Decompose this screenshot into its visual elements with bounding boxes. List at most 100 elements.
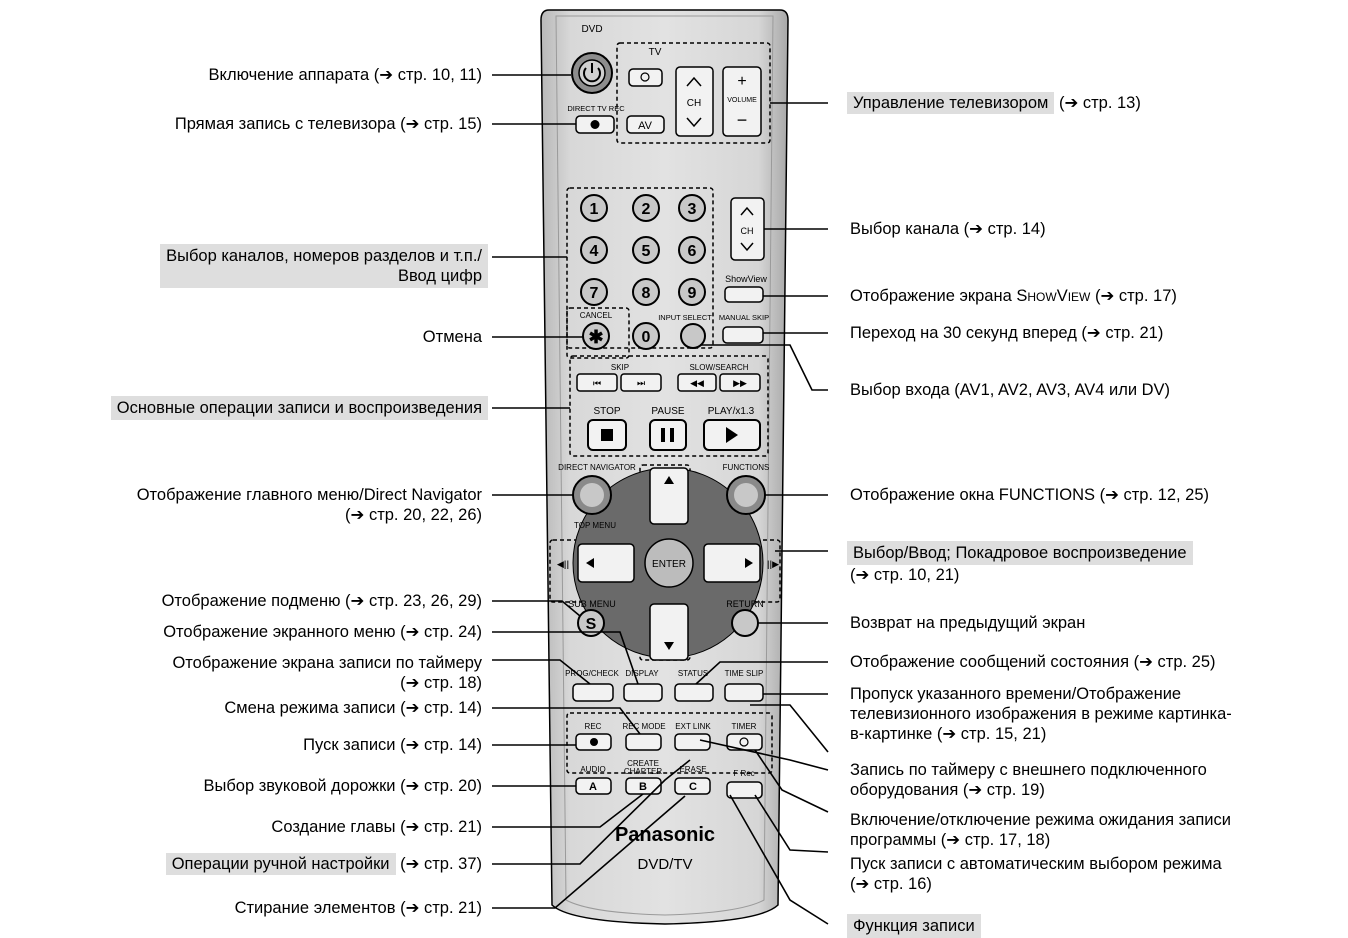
label-return: Возврат на предыдущий экран xyxy=(850,614,1086,632)
svg-text:REC MODE: REC MODE xyxy=(622,722,665,731)
svg-text:PLAY/x1.3: PLAY/x1.3 xyxy=(708,406,755,417)
model-label: DVD/TV xyxy=(637,856,692,873)
svg-text:8: 8 xyxy=(642,285,651,302)
svg-text:AV: AV xyxy=(638,120,653,132)
svg-text:+: + xyxy=(737,73,746,90)
svg-text:STATUS: STATUS xyxy=(678,669,708,678)
svg-text:▶▶: ▶▶ xyxy=(733,379,747,389)
digit-7: 7 xyxy=(580,278,608,306)
label-time-slip: Пропуск указанного времени/Отображение т… xyxy=(850,685,1232,743)
dvd-label: DVD xyxy=(581,24,602,35)
label-manual-tuning: Операции ручной настройки (➔ стр. 37) xyxy=(165,853,482,875)
svg-text:7: 7 xyxy=(590,285,599,302)
return-button xyxy=(731,609,759,637)
svg-text:VOLUME: VOLUME xyxy=(727,97,757,104)
svg-text:CHAPTER: CHAPTER xyxy=(624,767,662,776)
digit-1: 1 xyxy=(580,194,608,222)
svg-text:3: 3 xyxy=(688,201,697,218)
svg-text:FUNCTIONS: FUNCTIONS xyxy=(723,463,770,472)
sub-menu-button xyxy=(577,609,605,637)
svg-text:◀◀: ◀◀ xyxy=(690,379,704,389)
svg-text:4: 4 xyxy=(590,243,599,260)
display-button xyxy=(623,683,663,702)
manual-skip-button xyxy=(722,326,764,344)
label-tv-control: Управление телевизором (➔ стр. 13) xyxy=(847,92,1141,114)
svg-text:STOP: STOP xyxy=(593,406,620,417)
label-showview: Отображение экрана ShowView (➔ стр. 17) xyxy=(850,287,1177,305)
label-display: Отображение экранного меню (➔ стр. 24) xyxy=(163,623,482,641)
svg-text:B: B xyxy=(639,781,647,793)
brand-logo: Panasonic xyxy=(615,824,715,846)
digit-0: 0 xyxy=(632,322,660,350)
remote-inner-edge xyxy=(555,15,774,916)
svg-text:ShowView: ShowView xyxy=(725,274,767,284)
label-top-menu: Отображение главного меню/Direct Navigat… xyxy=(136,486,482,524)
time-slip-button xyxy=(724,683,764,702)
label-select-enter: Выбор/Ввод; Покадровое воспроизведение (… xyxy=(847,541,1193,585)
enter-button xyxy=(644,538,694,588)
svg-text:DIRECT NAVIGATOR: DIRECT NAVIGATOR xyxy=(558,463,636,472)
number-pad: 1 2 3 4 5 6 7 8 9 0 ✱ xyxy=(580,194,706,350)
svg-text:6: 6 xyxy=(688,243,697,260)
label-power: Включение аппарата (➔ стр. 10, 11) xyxy=(208,66,482,84)
svg-text:MANUAL SKIP: MANUAL SKIP xyxy=(719,313,769,322)
direct-tv-rec-label: DIRECT TV REC xyxy=(567,104,625,113)
svg-text:CREATE: CREATE xyxy=(627,759,659,768)
status-button xyxy=(674,683,714,702)
svg-text:−: − xyxy=(737,110,748,130)
svg-text:RETURN: RETURN xyxy=(726,599,764,609)
svg-text:F Rec: F Rec xyxy=(733,769,754,778)
svg-text:S: S xyxy=(586,616,597,633)
svg-text:TIME SLIP: TIME SLIP xyxy=(725,669,764,678)
label-sub-menu: Отображение подменю (➔ стр. 23, 26, 29) xyxy=(161,592,482,610)
tv-av-button xyxy=(626,115,665,134)
label-timer-screen: Отображение экрана записи по таймеру (➔ … xyxy=(172,654,482,692)
label-basic-ops: Основные операции записи и воспроизведен… xyxy=(110,396,488,420)
svg-text:PAUSE: PAUSE xyxy=(651,406,684,417)
label-input: Выбор входа (AV1, AV2, AV3, AV4 или DV) xyxy=(850,381,1171,399)
svg-text:REC: REC xyxy=(585,722,602,731)
svg-text:◀ǀǀ: ◀ǀǀ xyxy=(557,560,569,570)
cancel-button: ✱ xyxy=(582,322,610,350)
label-chapter: Создание главы (➔ стр. 21) xyxy=(271,818,482,836)
svg-text:CH: CH xyxy=(741,226,754,236)
svg-text:0: 0 xyxy=(642,329,651,346)
chapter-b-button xyxy=(625,777,662,795)
svg-text:C: C xyxy=(689,781,697,793)
label-ext-link: Запись по таймеру с внешнего подключенно… xyxy=(850,761,1207,799)
svg-text:EXT LINK: EXT LINK xyxy=(675,722,711,731)
tv-volume-rocker xyxy=(722,66,762,137)
svg-text:ENTER: ENTER xyxy=(652,559,686,570)
right-button xyxy=(703,543,761,583)
svg-text:✱: ✱ xyxy=(588,327,603,347)
label-frec: Пуск записи с автоматическим выбором реж… xyxy=(850,855,1222,893)
svg-text:SLOW/SEARCH: SLOW/SEARCH xyxy=(689,363,748,372)
label-erase: Стирание элементов (➔ стр. 21) xyxy=(234,899,482,917)
prog-check-button xyxy=(572,683,614,702)
leader-lines xyxy=(492,74,829,925)
svg-text:2: 2 xyxy=(642,201,651,218)
transport-buttons xyxy=(576,373,761,392)
f-rec-button xyxy=(726,781,763,799)
svg-text:A: A xyxy=(589,781,597,793)
digit-9: 9 xyxy=(678,278,706,306)
up-button xyxy=(649,467,689,525)
svg-text:9: 9 xyxy=(688,285,697,302)
digit-4: 4 xyxy=(580,236,608,264)
svg-text:SKIP: SKIP xyxy=(611,363,629,372)
tv-label: TV xyxy=(649,47,662,58)
showview-button xyxy=(724,286,764,303)
svg-text:PROG/CHECK: PROG/CHECK xyxy=(565,669,619,678)
digit-6: 6 xyxy=(678,236,706,264)
tv-ch-rocker xyxy=(675,66,714,137)
digit-8: 8 xyxy=(632,278,660,306)
svg-text:TOP MENU: TOP MENU xyxy=(574,521,616,530)
cancel-label: CANCEL xyxy=(580,311,613,320)
digit-5: 5 xyxy=(632,236,660,264)
label-rec-mode: Смена режима записи (➔ стр. 14) xyxy=(224,699,482,717)
input-select-button xyxy=(680,323,706,349)
svg-text:SUB MENU: SUB MENU xyxy=(568,599,616,609)
svg-text:⏭: ⏭ xyxy=(637,379,645,389)
down-button xyxy=(649,603,689,661)
